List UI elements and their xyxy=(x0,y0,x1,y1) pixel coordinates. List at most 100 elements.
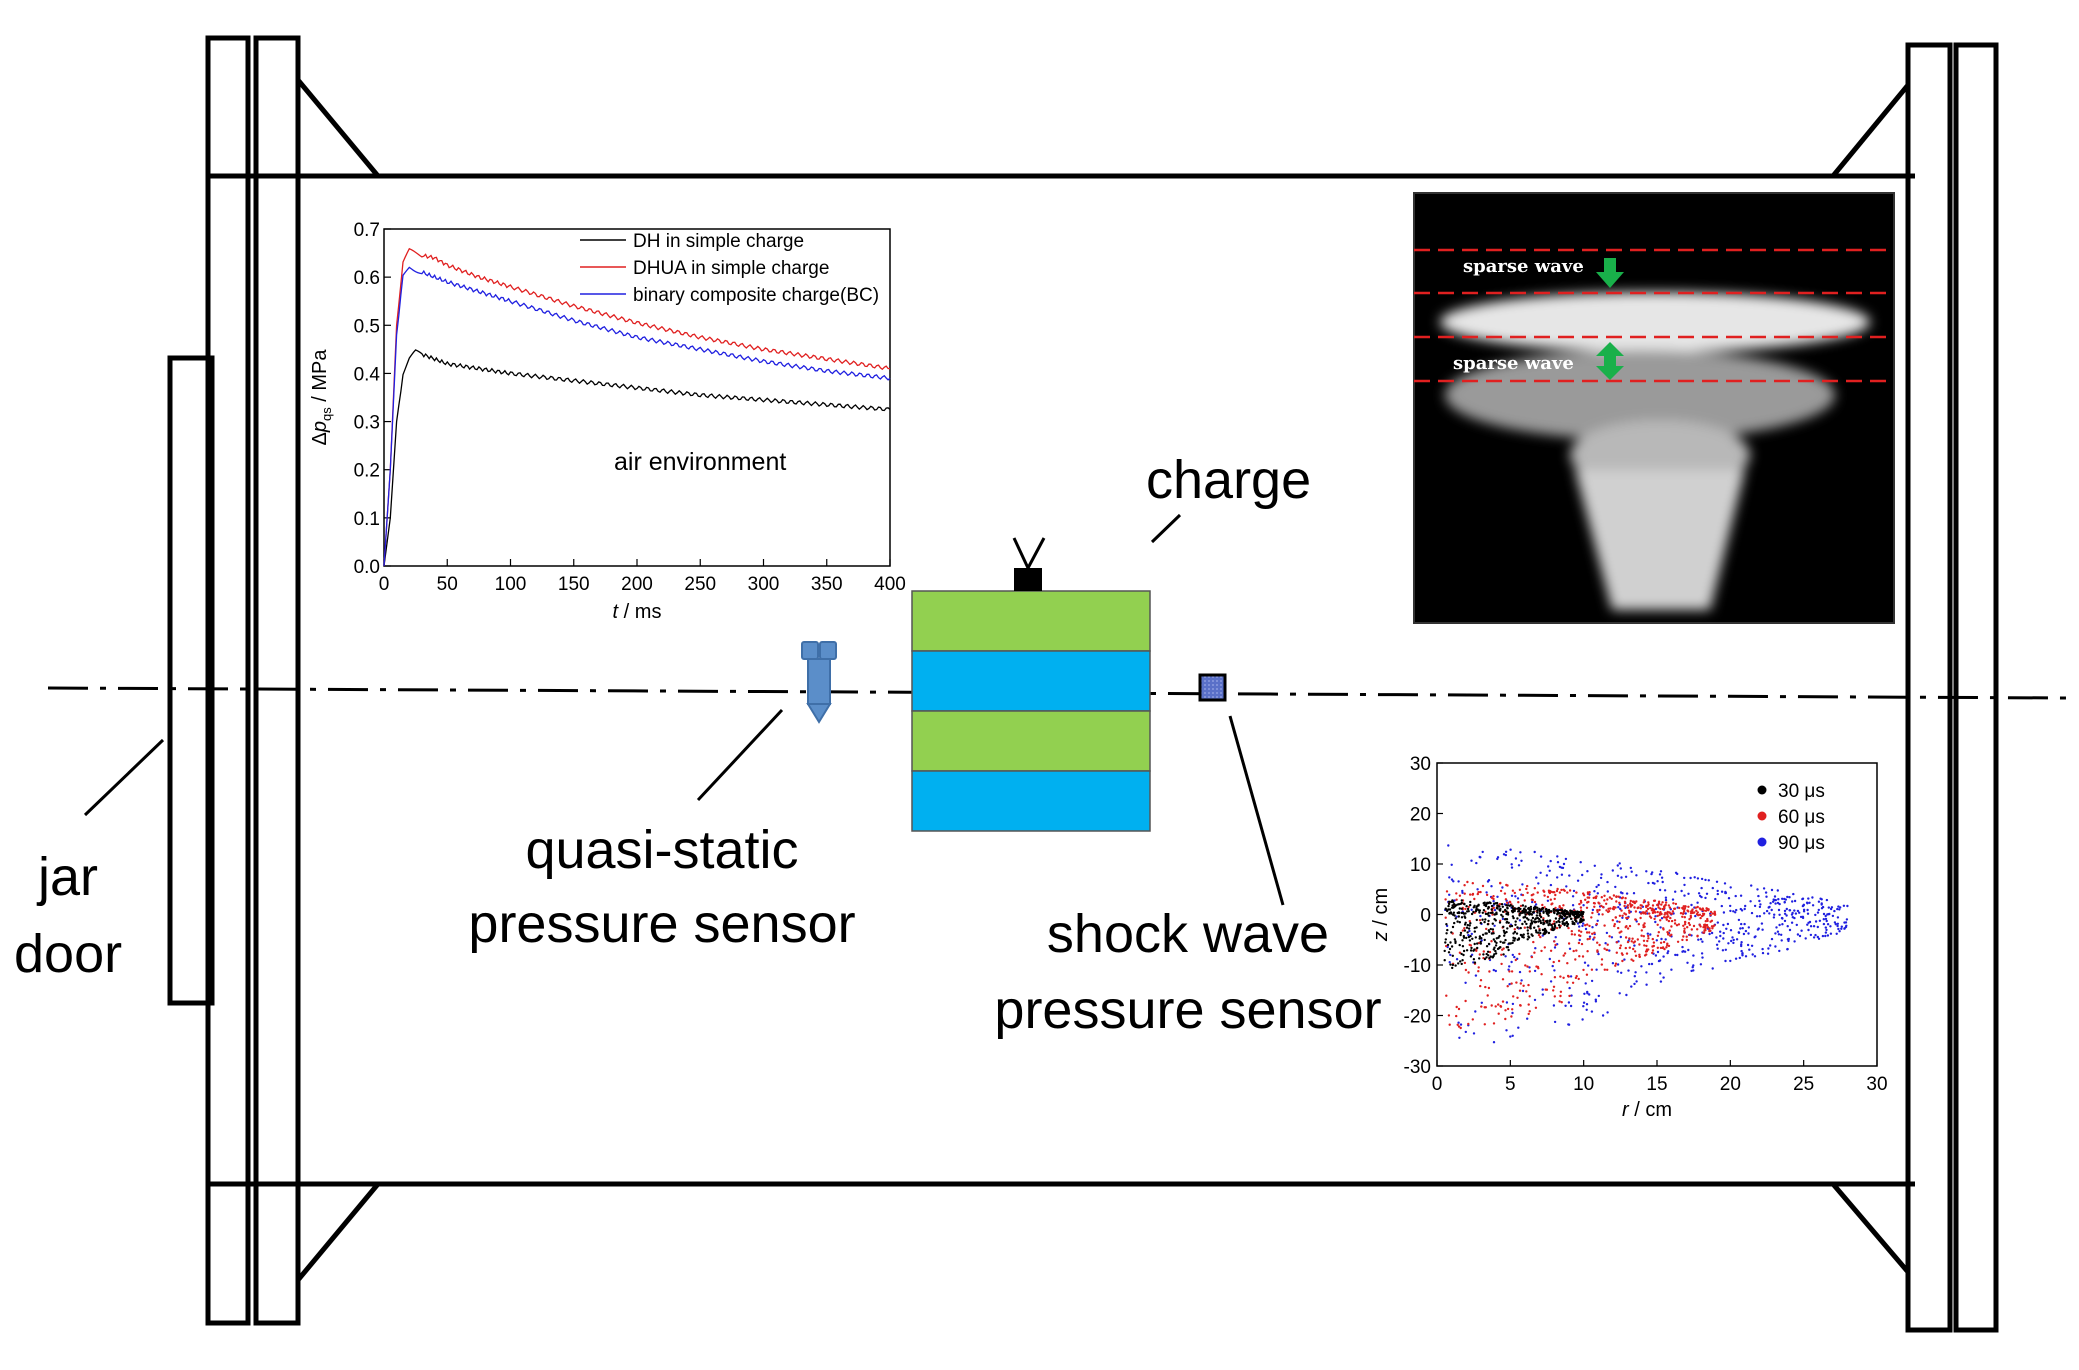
scatter-point xyxy=(1526,1017,1529,1020)
scatter-point xyxy=(1645,909,1648,913)
scatter-point xyxy=(1493,953,1496,956)
scatter-point xyxy=(1582,968,1585,972)
scatter-point xyxy=(1577,941,1581,945)
scatter-point xyxy=(1564,917,1567,920)
scatter-point xyxy=(1523,920,1527,923)
scatter-point xyxy=(1741,954,1744,957)
scatter-point xyxy=(1493,908,1497,912)
scatter-point xyxy=(1548,919,1552,923)
scatter-point xyxy=(1796,909,1800,913)
scatter-point xyxy=(1663,889,1667,892)
scatter-point xyxy=(1649,906,1652,910)
scatter-point xyxy=(1743,907,1746,911)
scatter-series xyxy=(1443,899,1585,970)
scatter-point xyxy=(1656,880,1659,883)
scatter-point xyxy=(1616,920,1619,923)
scatter-point xyxy=(1664,901,1668,904)
scatter-point xyxy=(1615,941,1619,944)
scatter-point xyxy=(1474,974,1478,977)
scatter-point xyxy=(1817,900,1821,903)
scatter-point xyxy=(1777,898,1780,901)
scatter-point xyxy=(1448,908,1452,911)
scatter-point xyxy=(1774,945,1777,948)
scatter-point xyxy=(1498,902,1502,906)
scatter-point xyxy=(1826,923,1830,926)
scatter-point xyxy=(1580,918,1584,921)
scatter-point xyxy=(1469,893,1472,896)
scatter-point xyxy=(1533,900,1537,904)
scatter-point xyxy=(1804,937,1807,940)
y-tick-label: 0 xyxy=(1420,906,1431,927)
scatter-point xyxy=(1457,1025,1461,1028)
scatter-point xyxy=(1516,917,1519,920)
scatter-point xyxy=(1687,905,1690,908)
scatter-point xyxy=(1814,933,1817,937)
scatter-point xyxy=(1574,918,1577,922)
scatter-point xyxy=(1506,927,1509,930)
scatter-point xyxy=(1596,941,1599,944)
scatter-point xyxy=(1775,926,1778,929)
scatter-point xyxy=(1701,956,1704,959)
scatter-point xyxy=(1699,925,1702,928)
scatter-point xyxy=(1525,887,1528,891)
scatter-point xyxy=(1716,947,1719,950)
scatter-point xyxy=(1666,942,1669,945)
scatter-point xyxy=(1464,916,1467,919)
scatter-point xyxy=(1532,920,1536,923)
scatter-point xyxy=(1667,933,1670,936)
scatter-point xyxy=(1518,970,1522,974)
scatter-point xyxy=(1534,920,1538,924)
scatter-point xyxy=(1757,894,1760,898)
scatter-point xyxy=(1459,933,1462,937)
scatter-point xyxy=(1470,932,1474,936)
scatter-point xyxy=(1758,915,1762,918)
scatter-point xyxy=(1524,905,1527,908)
scatter-point xyxy=(1777,933,1781,936)
scatter-point xyxy=(1448,876,1451,879)
scatter-point xyxy=(1451,954,1455,957)
scatter-point xyxy=(1555,926,1559,930)
scatter-point xyxy=(1628,911,1631,914)
scatter-point xyxy=(1461,929,1465,932)
scatter-point xyxy=(1820,907,1824,910)
scatter-point xyxy=(1581,912,1585,916)
scatter-point xyxy=(1683,883,1686,887)
scatter-point xyxy=(1811,896,1814,899)
scatter-point xyxy=(1619,935,1623,939)
scatter-point xyxy=(1725,927,1728,930)
scatter-point xyxy=(1805,901,1809,904)
scatter-point xyxy=(1670,968,1673,971)
scatter-point xyxy=(1526,891,1529,894)
scatter-point xyxy=(1534,906,1538,909)
scatter-point xyxy=(1478,937,1481,940)
scatter-point xyxy=(1447,902,1451,906)
scatter-point xyxy=(1466,907,1470,911)
scatter-point xyxy=(1485,932,1488,935)
scatter-point xyxy=(1588,924,1591,928)
scatter-point xyxy=(1531,916,1535,920)
scatter-point xyxy=(1593,905,1596,908)
scatter-series xyxy=(1444,844,1849,1044)
scatter-point xyxy=(1670,925,1673,928)
scatter-point xyxy=(1700,914,1704,918)
scatter-point xyxy=(1504,908,1507,912)
leader-lines xyxy=(83,513,1285,906)
scatter-point xyxy=(1583,992,1586,995)
scatter-point xyxy=(1554,917,1558,920)
scatter-point xyxy=(1574,958,1577,961)
scatter-point xyxy=(1471,882,1475,885)
scatter-point xyxy=(1729,886,1732,889)
scatter-point xyxy=(1669,916,1672,920)
scatter-point xyxy=(1692,924,1696,928)
scatter-point xyxy=(1626,927,1630,930)
y-tick-label: 0.7 xyxy=(354,220,380,241)
scatter-point xyxy=(1539,931,1542,935)
scatter-point xyxy=(1732,910,1735,913)
scatter-point xyxy=(1688,923,1692,927)
scatter-point xyxy=(1705,892,1709,895)
scatter-point xyxy=(1450,931,1453,934)
scatter-point xyxy=(1553,924,1557,928)
scatter-point xyxy=(1579,934,1582,938)
scatter-point xyxy=(1583,961,1587,964)
scatter-point xyxy=(1655,939,1659,942)
